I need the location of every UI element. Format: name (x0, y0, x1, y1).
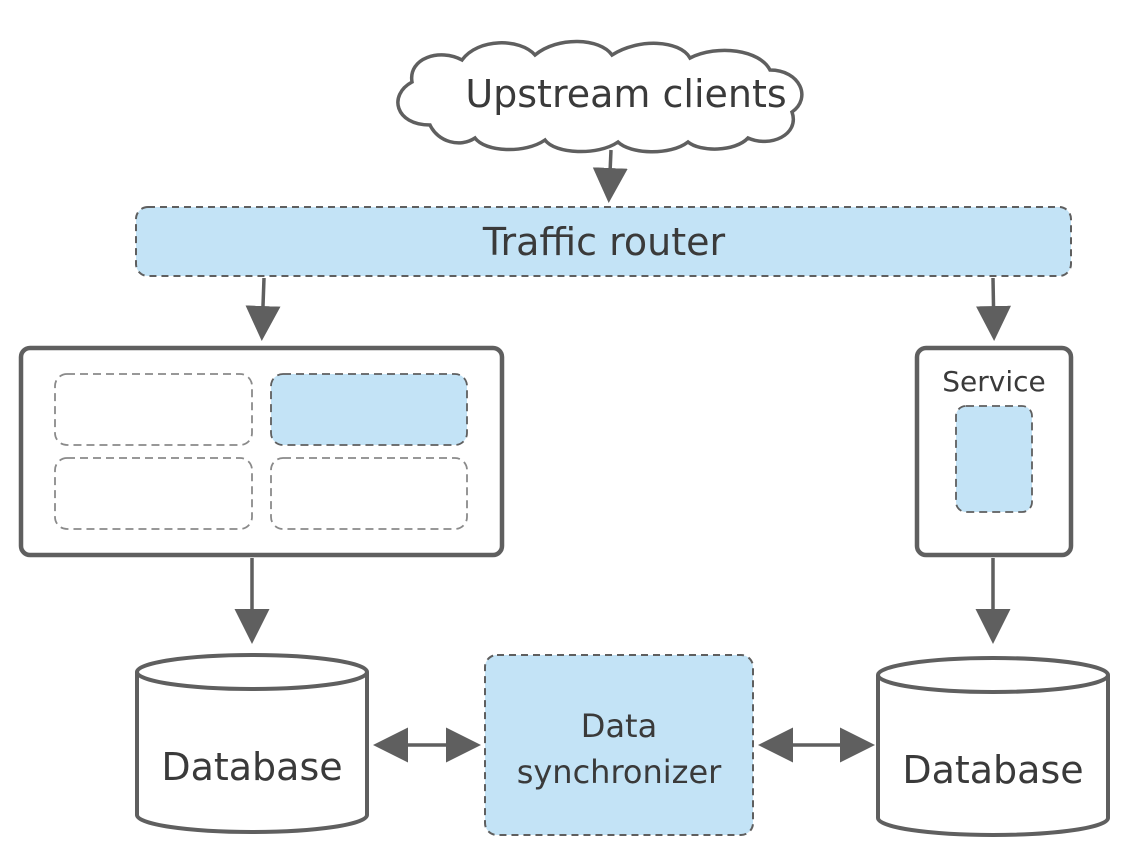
database-right: Database (876, 656, 1110, 837)
database-right-top (876, 656, 1110, 694)
data-synchronizer-label-line2: synchronizer (517, 753, 722, 791)
arrow-clients-to-router (592, 149, 628, 203)
database-left-label: Database (161, 745, 342, 789)
data-synchronizer-box (484, 654, 754, 836)
left-cluster (18, 345, 505, 558)
cluster-slot-bottom-left (54, 457, 253, 530)
cluster-slot-top-left (54, 373, 253, 446)
database-right-body (876, 675, 1110, 837)
arrow-router-to-service (976, 277, 1011, 341)
traffic-router-box (135, 206, 1072, 277)
upstream-clients-label: Upstream clients (465, 72, 786, 116)
service-label: Service (942, 365, 1045, 398)
database-left-top (135, 653, 369, 691)
cluster-slot-bottom-right (270, 457, 468, 530)
traffic-router: Traffic router (135, 206, 1072, 277)
cloud-shape (396, 39, 804, 154)
service: Service (914, 345, 1074, 558)
data-synchronizer-label-line1: Data (581, 707, 657, 745)
data-synchronizer: Data synchronizer (484, 654, 754, 836)
arrow-router-to-cluster (245, 277, 281, 341)
database-right-label: Database (902, 748, 1083, 792)
database-left-body (135, 672, 369, 834)
database-left: Database (135, 653, 369, 834)
cluster-slot-top-right-active (270, 373, 468, 446)
upstream-clients-cloud: Upstream clients (396, 39, 804, 154)
service-instance (955, 405, 1033, 513)
traffic-router-label: Traffic router (482, 220, 726, 264)
